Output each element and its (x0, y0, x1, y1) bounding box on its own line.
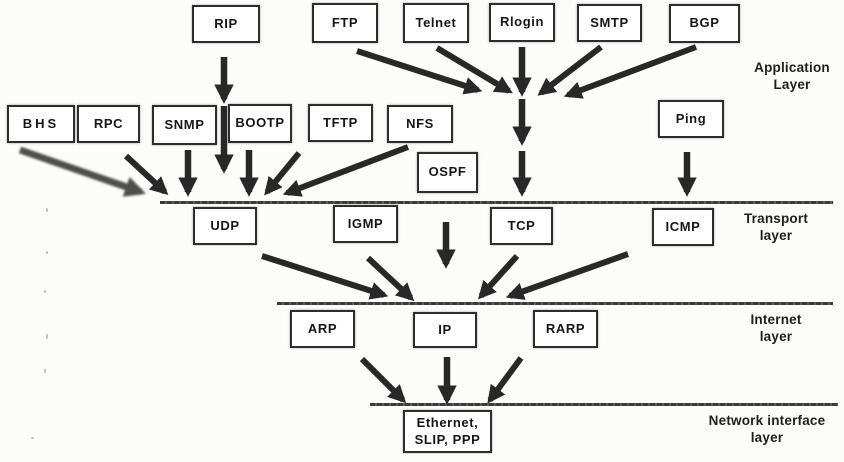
arrow-tcp-to-ip (477, 253, 520, 300)
separator-transport-boundary (160, 201, 833, 204)
layer-label-network-interface: Network interface layer (708, 413, 826, 445)
node-arp: ARP (290, 310, 355, 348)
node-igmp: IGMP (333, 205, 398, 243)
node-snmp: SNMP (152, 105, 217, 145)
scan-speck (44, 369, 46, 373)
node-rarp: RARP (533, 310, 598, 348)
node-rip: RIP (192, 5, 260, 43)
node-bgp: BGP (669, 4, 740, 43)
node-rlogin: Rlogin (489, 3, 555, 42)
node-bhs: BHS (7, 105, 75, 143)
layer-label-application: Application Layer (754, 60, 830, 92)
arrow-udp-to-ip (261, 253, 389, 300)
arrow-bhs-to-udp (18, 146, 146, 197)
node-nfs: NFS (387, 105, 453, 143)
node-ospf: OSPF (417, 152, 478, 193)
node-telnet: Telnet (403, 3, 469, 43)
node-tftp: TFTP (308, 104, 373, 142)
scan-speck (46, 251, 48, 254)
arrow-icmp-to-ip (505, 251, 630, 300)
layer-label-internet: Internet layer (750, 312, 802, 344)
scan-speck (46, 208, 48, 212)
arrow-bgp-to-tcp-group (563, 44, 698, 99)
node-rpc: RPC (77, 105, 140, 143)
arrow-telnet-to-tcp-group (435, 45, 513, 94)
separator-internet-boundary (277, 302, 833, 305)
node-bootp: BOOTP (228, 104, 292, 143)
node-udp: UDP (193, 207, 257, 245)
node-ethernet: Ethernet, SLIP, PPP (403, 410, 492, 453)
arrow-rarp-to-ethernet (487, 356, 524, 404)
arrow-igmp-to-ip (365, 255, 415, 302)
node-icmp: ICMP (652, 208, 714, 246)
scan-speck (44, 290, 46, 293)
arrow-rpc-to-udp (123, 153, 169, 196)
node-ip: IP (413, 312, 477, 348)
node-ping: Ping (658, 100, 724, 138)
node-smtp: SMTP (577, 4, 642, 42)
arrow-smtp-to-tcp-group (537, 44, 603, 96)
arrow-ftp-to-tcp-group (356, 48, 483, 95)
scan-speck (46, 334, 48, 339)
arrow-arp-to-ethernet (359, 356, 407, 404)
node-ftp: FTP (312, 3, 378, 43)
scan-speck (31, 437, 34, 439)
layer-label-transport: Transport layer (743, 211, 809, 243)
arrow-nfs-to-udp (282, 144, 410, 197)
separator-network-interface-boundary (370, 403, 838, 406)
node-tcp: TCP (490, 207, 553, 245)
arrow-tftp-to-udp (264, 151, 302, 196)
